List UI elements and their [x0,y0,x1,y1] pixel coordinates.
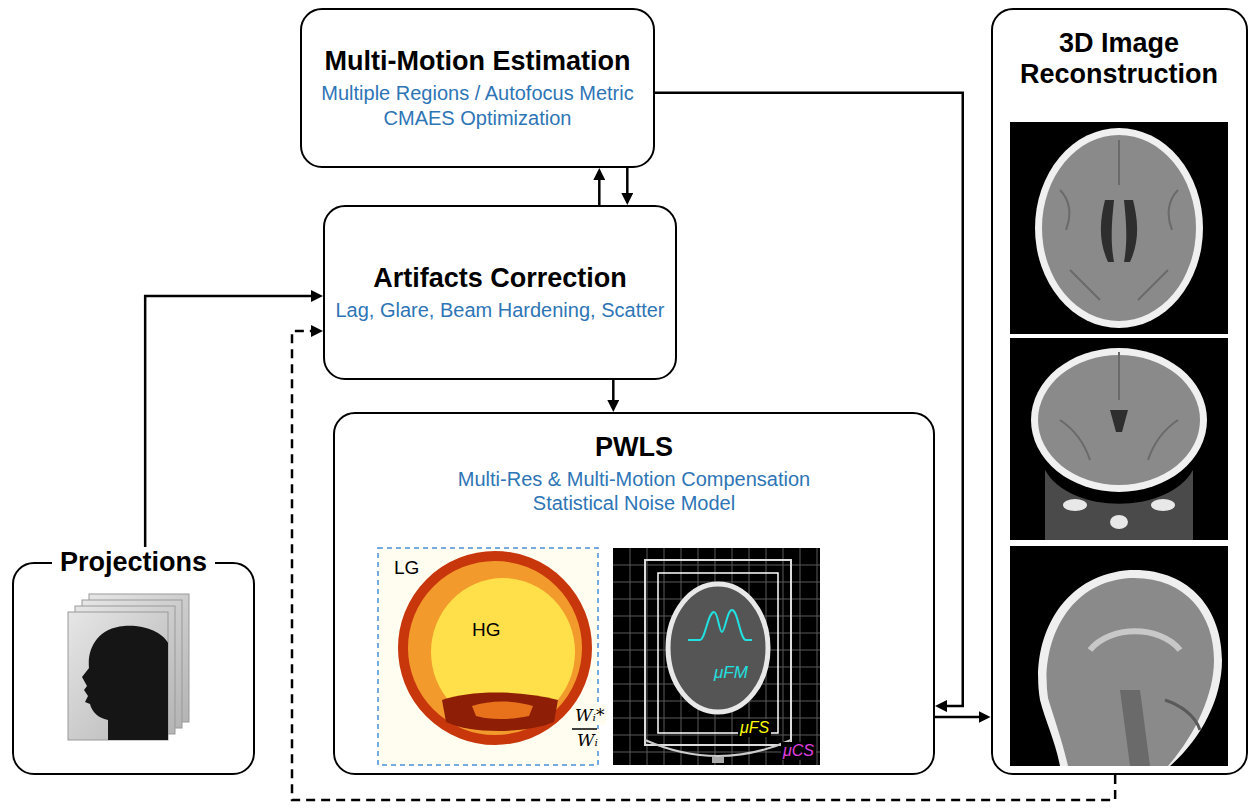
image-label: μFM [712,664,750,683]
ct-slice-coronal [1063,499,1087,511]
box-subtitle: Lag, Glare, Beam Hardening, Scatter [335,298,664,322]
weight-map [378,548,598,765]
ct-slice-axial [1010,122,1228,334]
ct-slice-coronal [1110,410,1128,432]
image-label: Wᵢ [575,731,600,750]
ct-slice-sagittal [1010,546,1228,766]
image-label: HG [470,620,503,641]
process-box: Multi-Motion EstimationMultiple Regions … [300,8,655,168]
flow-arrow [655,93,963,706]
ct-slice-coronal [1110,515,1128,529]
flow-arrow [145,296,314,562]
process-box: Artifacts CorrectionLag, Glare, Beam Har… [323,205,677,380]
weight-map [403,556,587,740]
ct-slice-axial [1124,200,1137,262]
weight-map [442,693,558,732]
ct-grid [645,560,791,745]
projection-stack [68,594,189,740]
box-title: Projections [52,547,215,578]
ct-grid [658,573,778,733]
process-box: PWLS Multi-Res & Multi-Motion Compensatio… [333,412,935,775]
box-subtitle: Multi-Res & Multi-Motion Compensation St… [424,467,844,516]
ct-slice-sagittal [1038,570,1222,766]
ct-grid [668,584,768,712]
ct-grid [688,610,752,640]
image-label: Wᵢ* [573,706,606,725]
ct-slice-axial [1010,122,1228,334]
ct-slice-axial [1035,128,1203,328]
box-title: 3D Image Reconstruction [1002,28,1237,90]
input-box: Projections [12,562,255,775]
ct-slice-coronal [1060,352,1178,460]
output-box: 3D Image Reconstruction [991,8,1248,775]
box-subtitle: Multiple Regions / Autofocus Metric CMAE… [313,81,643,130]
ct-grid [712,757,724,763]
ct-slice-coronal [1010,338,1228,540]
image-label: LG [392,558,421,579]
flow-arrow [598,177,601,205]
ct-slice-coronal [1151,499,1175,511]
weight-map [572,728,597,730]
ct-slice-sagittal [1010,546,1228,766]
ct-slice-axial [1042,135,1196,321]
ct-slice-sagittal [1047,578,1214,766]
ct-grid [613,548,820,765]
ct-slice-coronal [1010,338,1228,540]
flow-arrow [626,168,629,196]
ct-slice-coronal [1031,348,1207,492]
ct-slice-sagittal [1165,700,1200,730]
image-label: μCS [781,742,816,760]
ct-slice-sagittal [1090,631,1180,650]
weight-map [378,548,598,765]
projection-stack [82,626,168,740]
box-title: PWLS [595,432,673,463]
flow-arrow [935,716,982,719]
flow-arrow [612,380,615,403]
box-title: Multi-Motion Estimation [325,46,631,77]
weight-map [472,702,533,720]
ct-slice-axial [1101,200,1114,262]
ct-grid [645,740,791,756]
ct-slice-sagittal [1120,690,1150,766]
weight-map [378,548,598,765]
image-label: μFS [738,719,771,737]
box-title: Artifacts Correction [373,263,627,294]
ct-grid [613,548,820,765]
ct-slice-axial [1060,140,1178,300]
ct-grid [613,548,820,765]
ct-slice-coronal [1045,470,1193,540]
